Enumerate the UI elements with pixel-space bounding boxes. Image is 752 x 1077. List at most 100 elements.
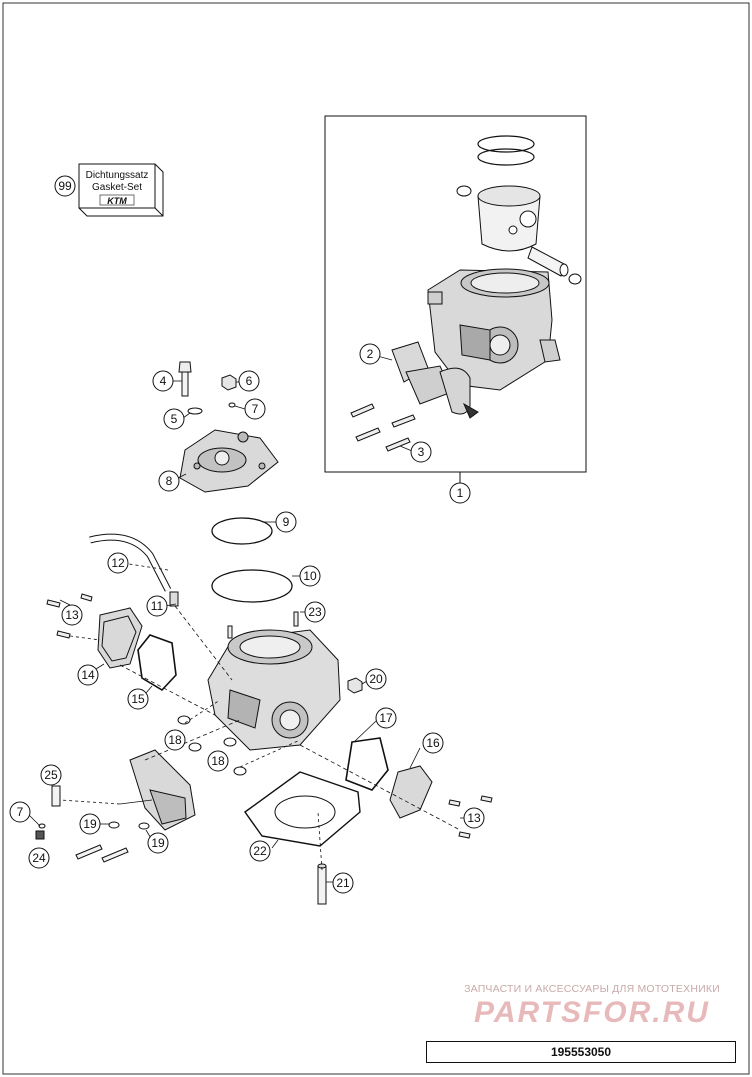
svg-text:19: 19 [83,817,97,831]
callout-2: 2 [359,343,381,365]
hose [89,534,171,592]
gasket-kit-line1: Dichtungssatz [86,170,149,181]
hose-fitting [169,591,179,607]
leader-lines [23,353,470,883]
base-gasket [244,771,361,847]
svg-text:18: 18 [211,754,225,768]
svg-text:18: 18 [168,733,182,747]
svg-text:12: 12 [111,556,125,570]
cylinder-nut [347,677,363,694]
o-ring-18-a [177,715,191,725]
nut-24 [35,830,45,840]
head-bolt [178,361,192,397]
svg-text:21: 21 [336,876,350,890]
svg-text:17: 17 [379,711,393,725]
screws-13-right [448,795,493,839]
callout-18-b: 18 [207,750,229,772]
svg-text:7: 7 [252,402,259,416]
seal-7-lower [38,823,46,829]
callout-16: 16 [422,732,444,754]
head-o-ring-inner [211,517,273,545]
callout-4: 4 [152,370,174,392]
head-washer [187,407,203,415]
svg-text:24: 24 [32,851,46,865]
svg-text:25: 25 [44,768,58,782]
callout-9: 9 [275,511,297,533]
piston-rings [477,135,535,166]
washer-19-b [138,822,150,830]
svg-text:3: 3 [418,445,425,459]
gasket-kit-box: Dichtungssatz Gasket-Set KTM [78,163,164,217]
cylinder-head [179,429,279,493]
callout-6: 6 [238,370,260,392]
callout-21: 21 [332,872,354,894]
o-ring-18-d [233,766,247,776]
callout-1: 1 [449,482,471,504]
callout-20: 20 [365,668,387,690]
head-nut [221,374,237,391]
svg-text:15: 15 [131,692,145,706]
ktm-logo: KTM [107,196,127,206]
svg-text:22: 22 [253,844,267,858]
svg-text:23: 23 [308,605,322,619]
svg-text:13: 13 [467,811,481,825]
valve-bolts [75,844,129,863]
stud-screw [293,611,299,627]
head-seal-ring [228,402,236,408]
svg-text:99: 99 [58,179,72,193]
right-cover [389,765,433,819]
washer-19-a [108,821,120,829]
valve-cover [129,749,196,831]
pin-25 [51,785,61,807]
stud-screw-left [227,625,233,639]
svg-text:4: 4 [160,374,167,388]
diagram-number: 195553050 [426,1041,736,1063]
svg-text:2: 2 [367,347,374,361]
o-ring-18-c [223,737,237,747]
callout-5: 5 [163,408,185,430]
svg-text:7: 7 [17,805,24,819]
o-ring-18-b [188,742,202,752]
callout-13-right: 13 [463,807,485,829]
svg-text:11: 11 [151,599,164,613]
callout-13-left: 13 [61,604,83,626]
callout-14: 14 [77,664,99,686]
head-o-ring-outer [211,569,293,603]
callout-11: 11 [146,595,168,617]
exhaust-valve-parts [391,341,479,419]
circlip-left [456,185,472,197]
piston [477,185,541,252]
watermark-caption: ЗАПЧАСТИ И АКСЕССУАРЫ ДЛЯ МОТОТЕХНИКИ [464,983,720,995]
callout-24: 24 [28,847,50,869]
callout-12: 12 [107,552,129,574]
callout-22: 22 [249,840,271,862]
flange-screws [350,403,416,452]
assembly-group-box [324,115,587,473]
svg-text:10: 10 [303,569,317,583]
svg-text:14: 14 [81,668,95,682]
gasket-kit-line2: Gasket-Set [92,182,142,193]
callout-10: 10 [299,565,321,587]
callout-3: 3 [410,441,432,463]
screws-13-left [46,593,93,639]
svg-text:9: 9 [283,515,290,529]
svg-text:13: 13 [65,608,79,622]
svg-text:19: 19 [151,836,165,850]
svg-text:8: 8 [166,474,173,488]
callout-25: 25 [40,764,62,786]
callout-7-lower: 7 [9,801,31,823]
callout-7: 7 [244,398,266,420]
svg-text:1: 1 [457,486,464,500]
watermark-logo: PARTSFOR.RU [474,996,710,1029]
left-cover [97,607,143,669]
callout-19-a: 19 [79,813,101,835]
callout-15: 15 [127,688,149,710]
callout-19-b: 19 [147,832,169,854]
callout-17: 17 [375,707,397,729]
callout-99: 99 [54,175,76,197]
cylinder-assembly [427,268,561,391]
cylinder [207,629,341,751]
